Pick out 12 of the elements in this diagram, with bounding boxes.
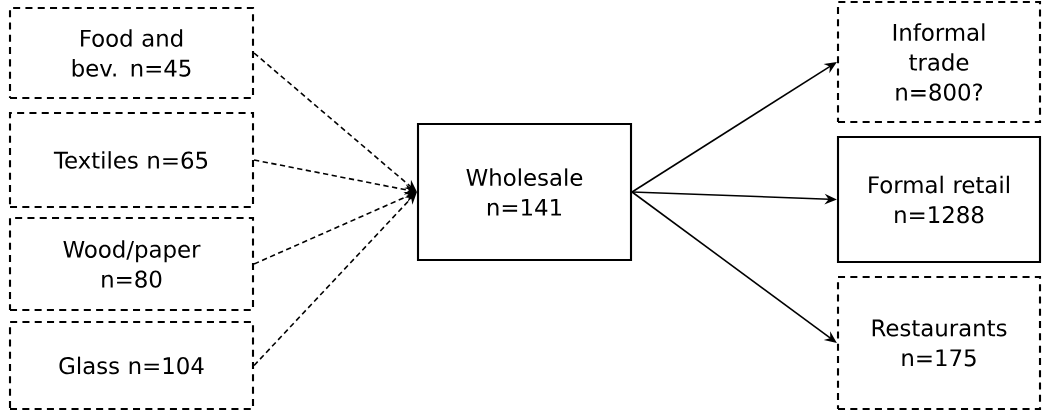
- process-box: Formal retail n=1288: [836, 135, 1042, 264]
- dashed-box: Informal trade n=800?: [836, 0, 1042, 124]
- arrow: [631, 62, 837, 193]
- dashed-box: Food and bev. n=45: [8, 6, 255, 100]
- process-box: Wholesale n=141: [416, 122, 633, 262]
- dashed-box: Wood/paper n=80: [8, 216, 255, 312]
- arrow: [631, 191, 837, 343]
- dashed-box: Textiles n=65: [8, 111, 255, 209]
- dashed-box: Restaurants n=175: [836, 275, 1042, 411]
- arrow: [253, 52, 417, 192]
- arrow: [253, 192, 417, 367]
- dashed-box: Glass n=104: [8, 320, 255, 411]
